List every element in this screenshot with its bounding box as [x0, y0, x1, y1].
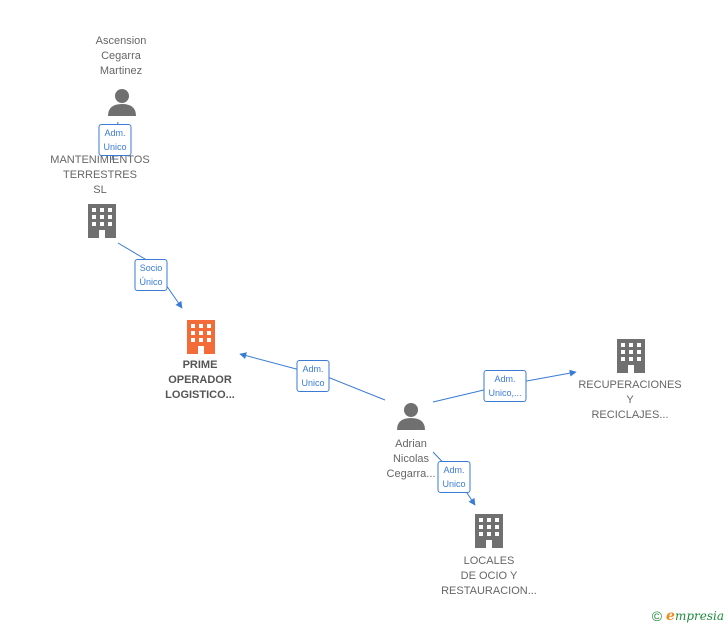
- footer-brand: © empresia: [652, 608, 724, 624]
- brand-logo: empresia: [666, 608, 724, 624]
- building-icon[interactable]: [475, 514, 503, 548]
- node-label-ascension[interactable]: Ascension Cegarra Martinez: [95, 35, 147, 77]
- node-label-mantenimientos[interactable]: MANTENIMIENTOS TERRESTRES SL: [50, 154, 150, 196]
- node-label-locales[interactable]: LOCALES DE OCIO Y RESTAURACION...: [441, 555, 537, 597]
- edge-adrian-prime: [239, 352, 386, 401]
- building-icon-main[interactable]: [187, 320, 215, 354]
- person-icon[interactable]: [397, 403, 425, 430]
- building-icon[interactable]: [88, 204, 116, 238]
- copyright-icon: ©: [651, 608, 663, 624]
- edge-label-ascension-mantenimientos: Adm. Unico: [98, 124, 132, 156]
- edge-label-adrian-recuperaciones: Adm. Unico,...: [483, 370, 527, 402]
- node-label-adrian[interactable]: Adrian Nicolas Cegarra...: [386, 438, 436, 480]
- edge-label-adrian-locales: Adm. Unico: [437, 461, 471, 493]
- edge-label-adrian-prime: Adm. Unico: [296, 360, 330, 392]
- person-icon[interactable]: [108, 89, 136, 116]
- node-label-recuperaciones[interactable]: RECUPERACIONES Y RECICLAJES...: [578, 379, 682, 421]
- edge-label-mantenimientos-prime: Socio Único: [134, 259, 168, 291]
- building-icon[interactable]: [617, 339, 645, 373]
- node-label-prime[interactable]: PRIME OPERADOR LOGISTICO...: [165, 359, 235, 401]
